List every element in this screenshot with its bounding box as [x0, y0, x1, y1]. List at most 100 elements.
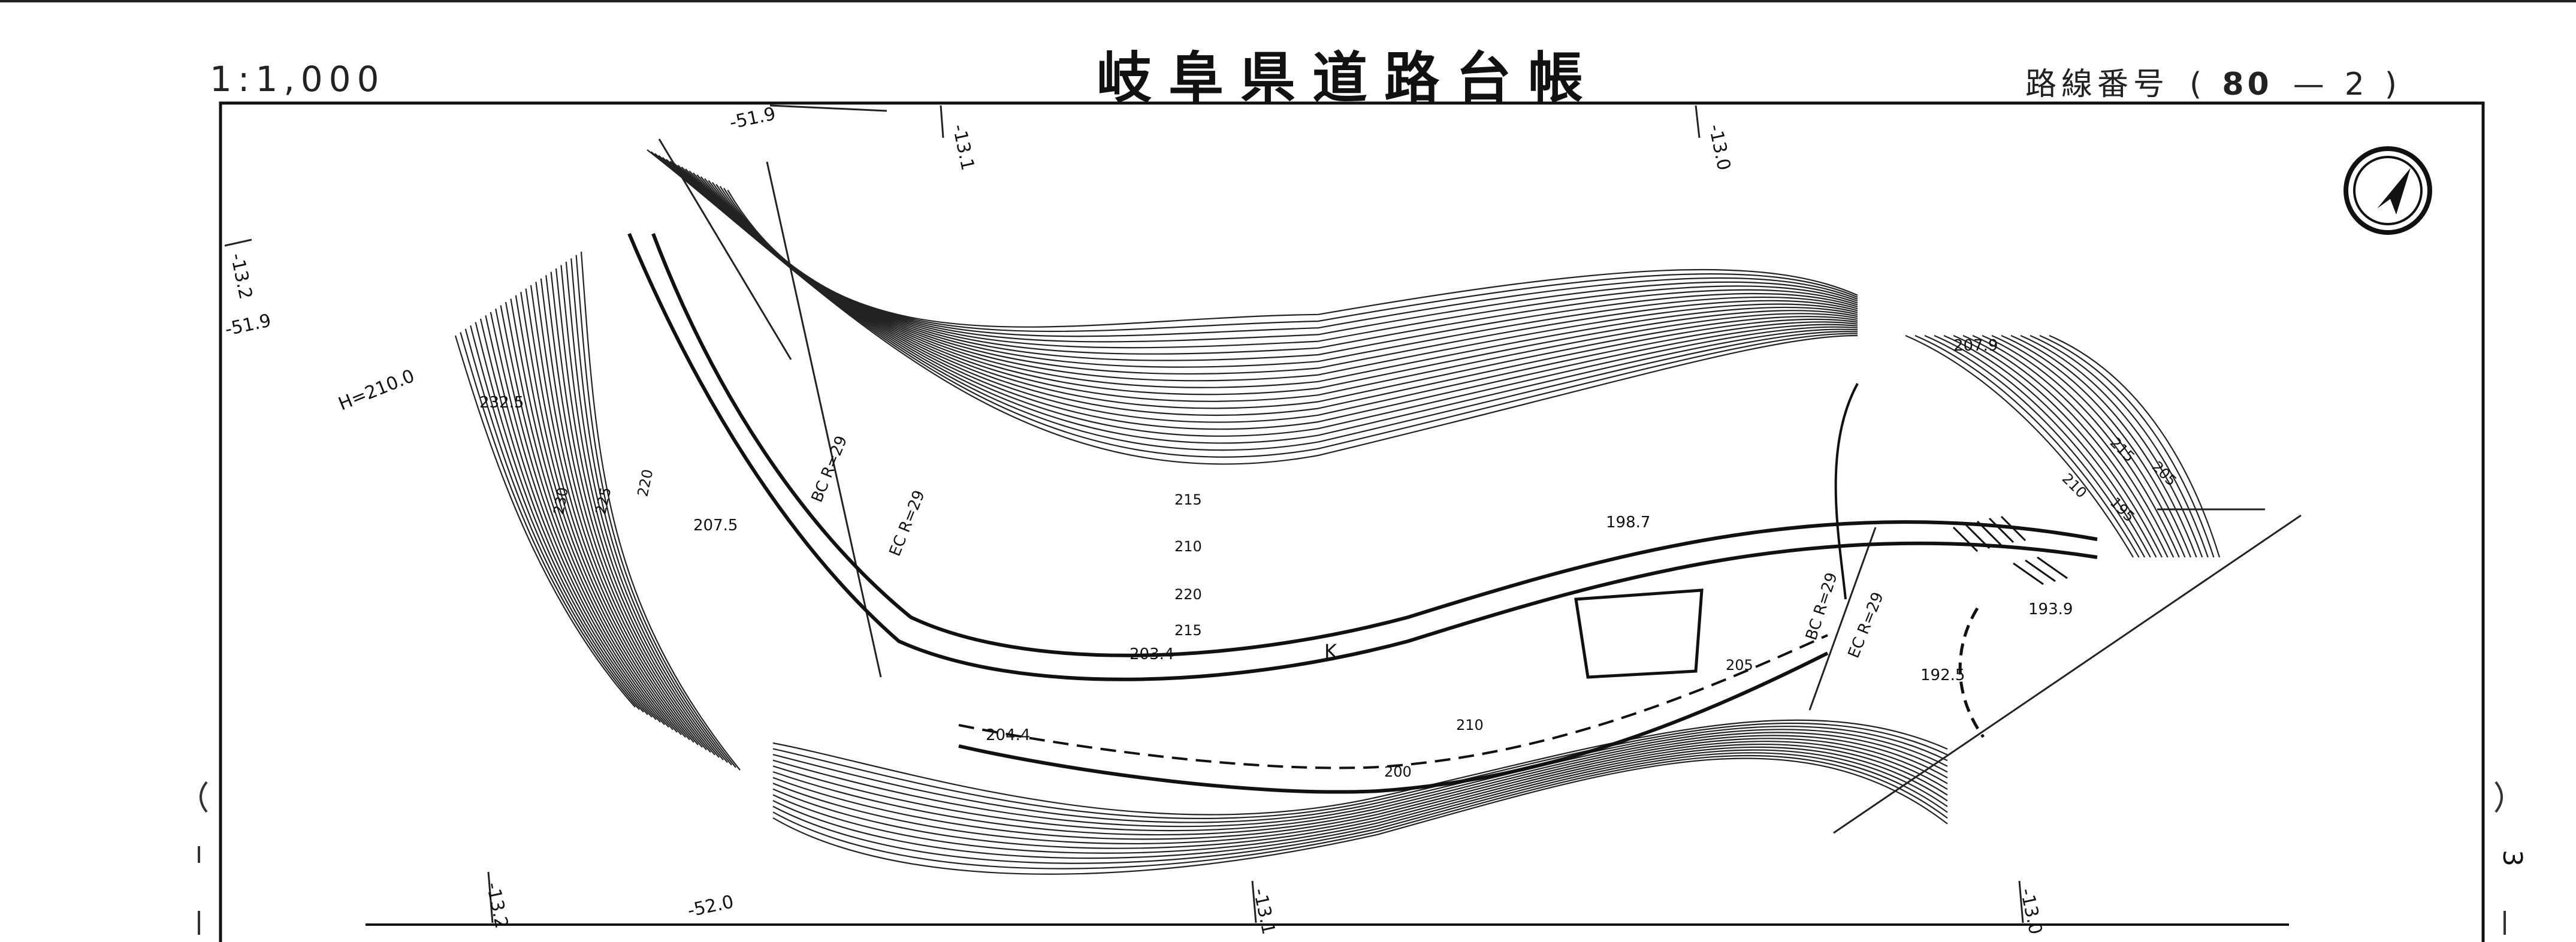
scale-label: 1:1,000: [210, 59, 385, 99]
contour-line: [727, 189, 1858, 328]
route-number-value: 80: [2222, 67, 2273, 102]
contour-line: [454, 335, 636, 708]
map-frame: [219, 101, 2485, 942]
grid-label-bottom-x1: -13.2: [482, 880, 512, 930]
contour-line: [772, 726, 1948, 823]
contour-line: [490, 312, 665, 726]
contour-label: 230: [550, 486, 572, 516]
route-close-paren: ): [2384, 67, 2397, 102]
contour-line: [535, 282, 703, 748]
contour-label: 210: [1174, 538, 1202, 555]
contour-line: [2030, 334, 2209, 558]
contour-line: [555, 268, 720, 758]
contour-line: [475, 322, 653, 718]
contour-label: 210: [1456, 717, 1484, 733]
spot-height: 192.5: [1920, 666, 1965, 684]
grid-label-top-left-y: -51.9: [727, 103, 777, 133]
contour-line: [669, 161, 1858, 423]
contour-line: [545, 275, 711, 753]
grid-label-left-x: -13.2: [226, 251, 256, 301]
contour-line: [772, 735, 1948, 836]
contour-line: [550, 271, 715, 756]
contour-line: [479, 318, 657, 720]
grid-label-left-y: -51.9: [223, 310, 273, 340]
route-number: 路線番号 (80 — 2): [2025, 59, 2417, 104]
top-border-rule: [0, 0, 2576, 2]
contour-label: 220: [634, 468, 656, 499]
slope-hatching: [1952, 515, 2068, 585]
road-edges: [627, 233, 2098, 794]
route-open-paren: (: [2190, 67, 2202, 102]
contour-line: [530, 285, 699, 745]
contour-label: 195: [2107, 494, 2138, 525]
contour-line: [575, 255, 736, 768]
spot-height: 207.9: [1953, 337, 1998, 355]
spot-height: 204.4: [986, 726, 1030, 744]
contour-line: [464, 328, 644, 713]
grid-label-bottom-y: -52.0: [685, 891, 735, 921]
curve-note: EC R=29: [1845, 590, 1888, 661]
contour-line: [1914, 334, 2140, 558]
contour-line: [2039, 334, 2215, 558]
contour-line: [1924, 334, 2146, 558]
map-annotations: H=210.0 232.5 207.5 198.7 203.4 204.4 19…: [223, 103, 2180, 936]
contour-line: [772, 752, 1948, 864]
contour-line: [470, 325, 648, 715]
contour-line: [772, 719, 1948, 816]
contour-line: [565, 261, 728, 763]
contour-line: [772, 732, 1948, 832]
contour-line: [772, 746, 1948, 854]
contour-line: [2020, 334, 2203, 558]
contour-label: 215: [1174, 491, 1202, 508]
contour-label: 205: [1726, 657, 1753, 674]
left-edge-mark: [198, 781, 208, 935]
contour-line: [580, 251, 741, 771]
contour-line: [692, 172, 1858, 382]
route-dash: —: [2293, 67, 2324, 102]
contour-line: [666, 159, 1858, 430]
contour-line: [1991, 334, 2186, 558]
contour-line: [2010, 334, 2197, 558]
contour-line: [460, 332, 640, 710]
contour-label: 210: [2059, 470, 2090, 501]
contour-line: [1962, 334, 2169, 558]
contour-line: [772, 754, 1948, 869]
contour-label: 200: [1384, 763, 1412, 780]
contour-line: [2049, 334, 2221, 558]
contour-line: [772, 743, 1948, 849]
contour-line: [520, 292, 690, 741]
grid-label-bottom-x3: -13.0: [2016, 886, 2046, 936]
north-arrow-icon: [2344, 146, 2432, 235]
contour-line: [772, 749, 1948, 859]
contour-line: [1905, 334, 2134, 558]
contour-line: [772, 741, 1948, 844]
contour-line: [772, 722, 1948, 820]
baseline-label: H=210.0: [336, 366, 418, 415]
grid-label-top-x1: -13.1: [948, 122, 978, 172]
contour-line: [1972, 334, 2175, 558]
contour-line: [485, 315, 661, 723]
contour-line: [500, 305, 674, 730]
contour-line: [650, 151, 1858, 458]
contour-label: 215: [1174, 622, 1202, 639]
route-sheet-number: 2: [2344, 67, 2364, 102]
contour-label: 220: [1174, 586, 1202, 603]
curve-note: EC R=29: [886, 488, 929, 559]
contour-label: 205: [2149, 458, 2180, 489]
contour-line: [560, 265, 724, 760]
spot-height: 232.5: [479, 394, 524, 412]
contour-line: [510, 298, 682, 735]
contour-line: [505, 301, 678, 733]
contour-line: [515, 295, 686, 738]
grid-label-bottom-x2: -13.1: [1249, 886, 1279, 936]
spot-height: 193.9: [2028, 600, 2073, 618]
contour-lines: [454, 149, 2221, 875]
contour-line: [772, 729, 1948, 828]
route-label: 路線番号: [2025, 67, 2170, 102]
contour-line: [681, 167, 1858, 402]
contour-line: [540, 278, 707, 751]
contour-line: [674, 162, 1858, 416]
contour-line: [495, 308, 669, 728]
road-marker: K: [1324, 640, 1337, 663]
contour-line: [772, 738, 1948, 840]
